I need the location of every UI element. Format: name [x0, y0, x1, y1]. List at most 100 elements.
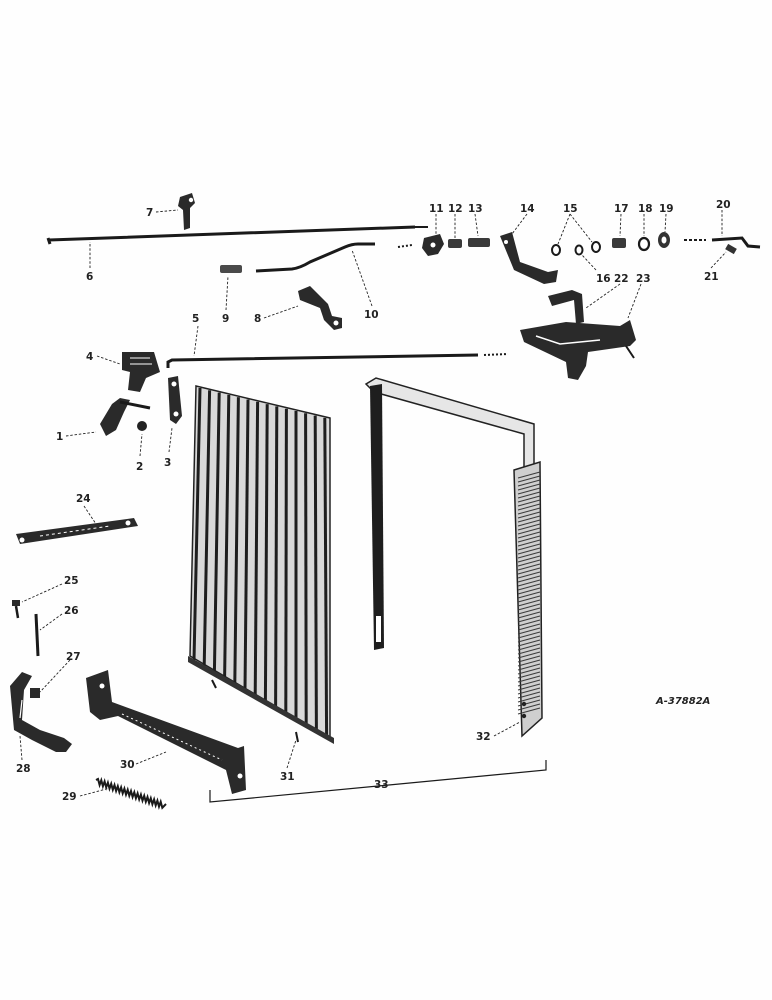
part-24-strap: [16, 518, 138, 544]
frame-rib: [517, 607, 541, 615]
frame-rib: [517, 623, 541, 631]
frame-rib: [517, 687, 541, 695]
frame-rib: [517, 491, 541, 499]
callout-5: 5: [192, 313, 199, 325]
frame-rib: [517, 479, 541, 487]
callout-15: 15: [563, 203, 578, 215]
part-6-long-rod: [46, 225, 428, 245]
shutter-slat: [233, 397, 240, 684]
callout-12: 12: [448, 203, 463, 215]
part-23-mounting-plate: [520, 320, 636, 380]
callout-27: 27: [66, 651, 81, 663]
frame-rib: [517, 651, 541, 659]
callout-16: 16: [596, 273, 611, 285]
frame-rib: [517, 575, 541, 583]
frame-rib: [517, 639, 541, 647]
frame-rib: [517, 599, 541, 607]
part-29-spring: [95, 776, 167, 810]
part-25-bolt: [12, 600, 20, 619]
part-2-nut: [137, 421, 147, 431]
shutter-slat: [202, 390, 212, 666]
part-13-pin: [468, 238, 490, 247]
frame-rib: [517, 635, 541, 643]
frame-rib: [517, 571, 541, 579]
callout-33: 33: [374, 779, 389, 791]
frame-rib: [517, 519, 541, 527]
frame-rib: [517, 667, 541, 675]
part-17-block: [612, 238, 626, 248]
shutter-slat: [274, 406, 279, 708]
frame-rib: [517, 555, 541, 563]
shutter-slat: [253, 401, 260, 696]
part-4-bracket: [122, 352, 160, 392]
callout-9: 9: [222, 313, 229, 325]
callout-8: 8: [254, 313, 261, 325]
callout-4: 4: [86, 351, 93, 363]
callout-10: 10: [364, 309, 379, 321]
shutter-slat: [323, 417, 329, 737]
callout-1: 1: [56, 431, 63, 443]
frame-rib: [517, 695, 541, 703]
part-15-rings: [551, 241, 601, 256]
frame-rib: [517, 539, 541, 547]
part-11-clamp: [422, 234, 444, 256]
callout-11: 11: [429, 203, 444, 215]
callout-32: 32: [476, 731, 491, 743]
callout-20: 20: [716, 199, 731, 211]
callout-31: 31: [280, 771, 295, 783]
callout-29: 29: [62, 791, 77, 803]
figure-reference-number: A-37882A: [655, 696, 710, 707]
callout-14: 14: [520, 203, 535, 215]
callout-24: 24: [76, 493, 91, 505]
part-7-bracket: [178, 193, 195, 230]
part-32-side-frame: [364, 377, 543, 738]
callout-6: 6: [86, 271, 93, 283]
frame-rib: [517, 551, 541, 559]
frame-rib: [517, 535, 541, 543]
shutter-slat: [263, 404, 269, 702]
frame-rib: [517, 587, 541, 595]
part-30-support-bar: [86, 670, 246, 794]
callout-30: 30: [120, 759, 135, 771]
part-1-latch-lever: [100, 398, 151, 436]
frame-rib: [517, 487, 541, 495]
part-3-link: [168, 376, 182, 424]
frame-rib: [517, 531, 541, 539]
frame-rib: [517, 683, 541, 691]
shutter-slat: [223, 394, 231, 678]
frame-rib: [517, 543, 541, 551]
part-12-pin: [448, 239, 462, 248]
frame-rib: [517, 603, 541, 611]
callout-numbers: 1 2 3 4 5 6 7 8 9 10 11 12 13 14 15 16 1…: [16, 199, 731, 803]
part-22-bracket: [548, 290, 584, 324]
frame-rib: [517, 707, 541, 715]
callout-7: 7: [146, 207, 153, 219]
frame-rib: [517, 679, 541, 687]
frame-rib: [517, 699, 541, 707]
frame-rib: [517, 611, 541, 619]
frame-rib: [517, 595, 541, 603]
assembly-bracket-33: [209, 760, 547, 803]
frame-rib: [517, 619, 541, 627]
shutter-slat: [304, 413, 308, 725]
frame-rib: [517, 579, 541, 587]
frame-rib: [517, 703, 541, 711]
callout-2: 2: [136, 461, 143, 473]
part-10-curved-rod: [255, 242, 413, 273]
frame-rib: [517, 691, 541, 699]
callout-3: 3: [164, 457, 171, 469]
part-26-rod: [34, 613, 40, 657]
callout-26: 26: [64, 605, 79, 617]
part-18-ring: [637, 236, 651, 252]
leader-lines: [19, 209, 727, 797]
callout-21: 21: [704, 271, 719, 283]
part-14-bracket: [500, 232, 558, 284]
part-5-rod: [166, 353, 509, 368]
frame-rib: [517, 507, 541, 515]
callout-25: 25: [64, 575, 79, 587]
frame-rib: [517, 515, 541, 523]
shutter-slat: [192, 387, 202, 661]
shutter-slat: [284, 408, 288, 714]
